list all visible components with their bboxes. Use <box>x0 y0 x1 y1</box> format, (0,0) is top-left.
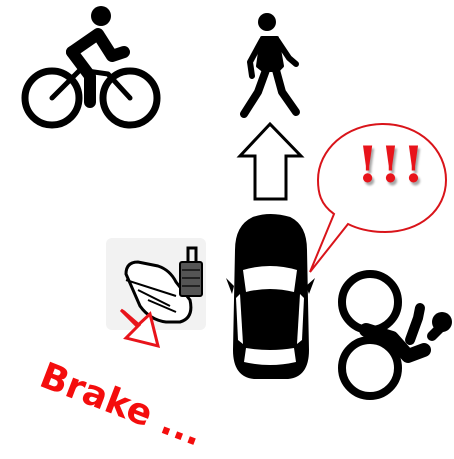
alert-exclamation-text: !!! <box>352 140 430 190</box>
car-icon <box>226 215 315 378</box>
brake-pedal-icon <box>106 238 206 330</box>
fallen-cyclist-icon <box>342 274 452 396</box>
pedestrian-icon <box>244 13 296 114</box>
up-arrow-icon <box>240 124 301 199</box>
cyclist-icon <box>25 6 157 125</box>
